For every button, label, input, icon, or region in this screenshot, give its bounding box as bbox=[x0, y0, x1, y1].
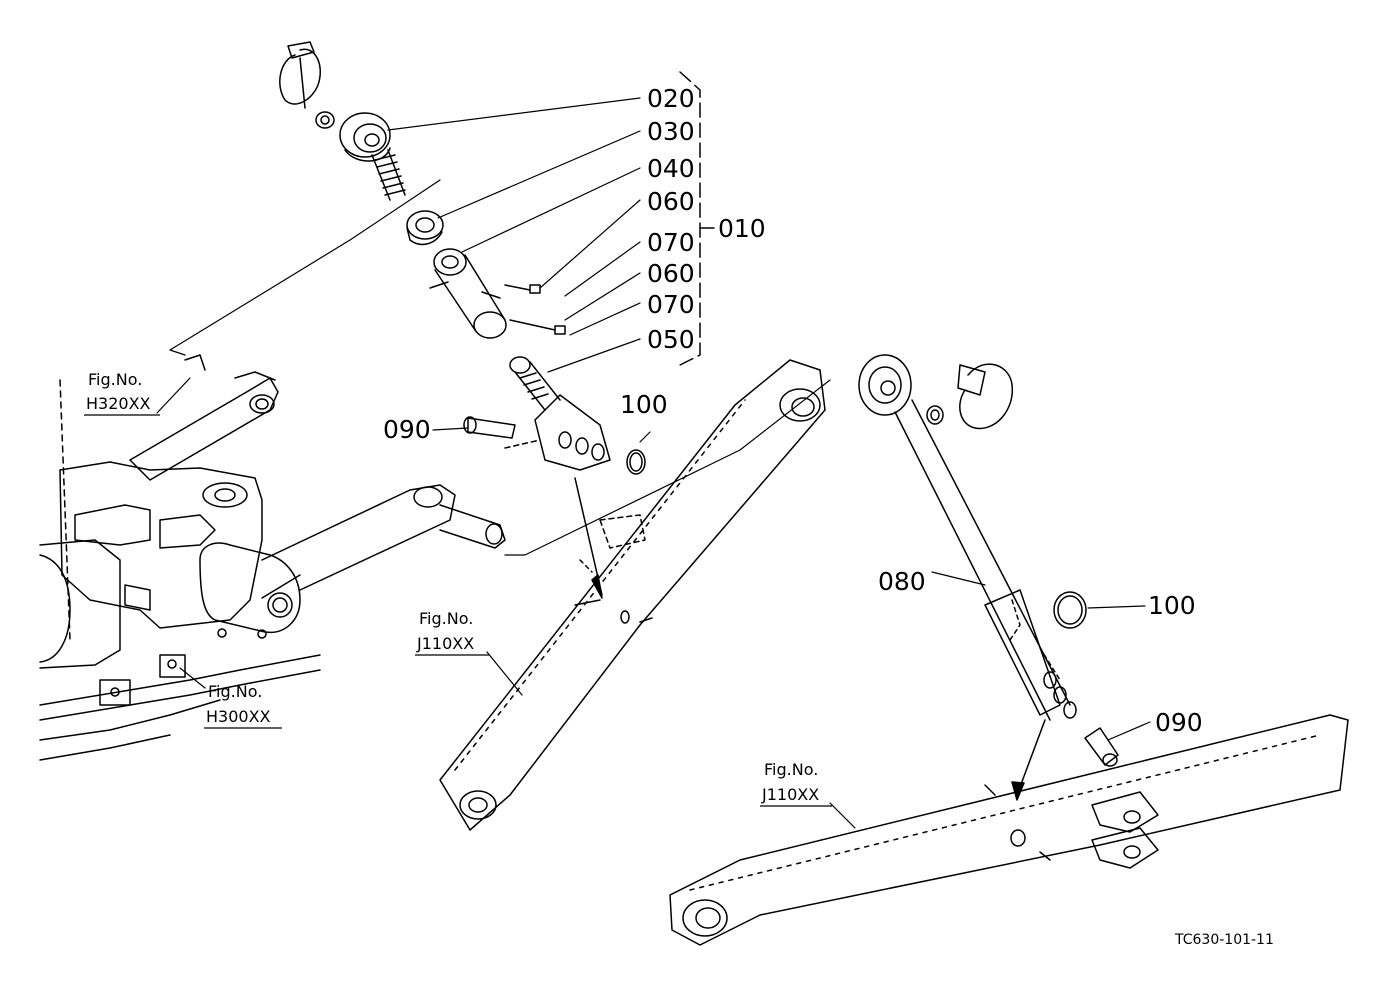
cross-shaft bbox=[261, 484, 506, 591]
callout-100: 100 bbox=[620, 390, 668, 419]
fig-ref-j110-label: Fig.No. bbox=[764, 760, 818, 779]
lift-arm-upper bbox=[129, 354, 279, 481]
callout-090: 090 bbox=[383, 415, 431, 444]
callout-070: 070 bbox=[647, 228, 695, 257]
callout-010: 010 bbox=[718, 214, 766, 243]
callout-060: 060 bbox=[647, 187, 695, 216]
fig-ref-h300-label: Fig.No. bbox=[208, 682, 262, 701]
callout-060: 060 bbox=[647, 259, 695, 288]
fig-ref-h320-code: H320XX bbox=[86, 394, 151, 413]
fig-ref-j110-code: J110XX bbox=[761, 785, 819, 804]
callout-080: 080 bbox=[878, 567, 926, 596]
callout-050: 050 bbox=[647, 325, 695, 354]
group-bracket bbox=[679, 71, 701, 366]
callout-070: 070 bbox=[647, 290, 695, 319]
callout-100: 100 bbox=[1148, 591, 1196, 620]
lift-rod-assembly bbox=[279, 41, 646, 475]
figure-ref-leaders bbox=[156, 377, 856, 829]
callout-090: 090 bbox=[1155, 708, 1203, 737]
lower-link-right bbox=[669, 714, 1349, 946]
assembly-arrow bbox=[574, 477, 603, 599]
assembly-arrow-right bbox=[1011, 719, 1046, 801]
tractor-rear-housing bbox=[39, 379, 321, 761]
leader-line bbox=[169, 179, 441, 356]
drawing-code: TC630-101-11 bbox=[1174, 932, 1274, 948]
callout-030: 030 bbox=[647, 117, 695, 146]
fig-ref-j110-label: Fig.No. bbox=[419, 609, 473, 628]
fig-ref-h300-code: H300XX bbox=[206, 707, 271, 726]
lower-link-left bbox=[439, 359, 826, 831]
callout-leaders bbox=[387, 97, 651, 443]
callout-040: 040 bbox=[647, 154, 695, 183]
callout-020: 020 bbox=[647, 84, 695, 113]
fig-ref-h320-label: Fig.No. bbox=[88, 370, 142, 389]
figure-refs: Fig.No. H320XX Fig.No. H300XX Fig.No. J1… bbox=[84, 370, 832, 807]
callout-labels: 020 030 040 060 070 060 070 050 010 090 … bbox=[383, 84, 1203, 737]
check-rod-080 bbox=[858, 354, 1119, 767]
callout-leaders-right bbox=[931, 571, 1151, 741]
fig-ref-j110-code: J110XX bbox=[416, 634, 474, 653]
